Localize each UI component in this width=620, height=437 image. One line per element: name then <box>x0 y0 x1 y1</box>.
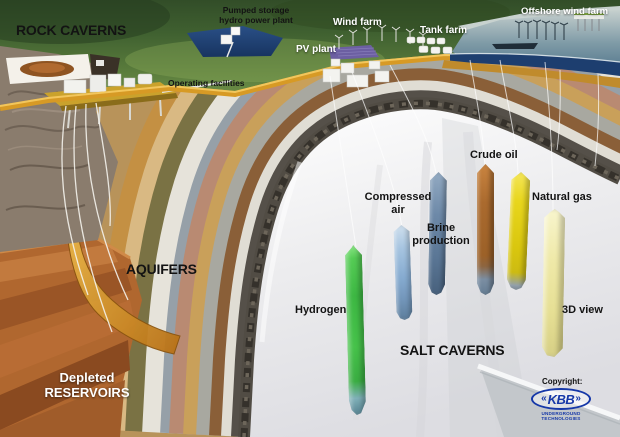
pv-plant-field <box>329 45 379 60</box>
offshore-wind-turbines <box>514 19 569 40</box>
compressed-air-line1: Compressed <box>364 191 432 203</box>
offshore-platform <box>574 13 604 31</box>
view-3d-label: 3D view <box>562 304 603 316</box>
aquifers-label: AQUIFERS <box>126 261 197 277</box>
pumped-storage-label: Pumped storage hydro power plant <box>196 5 316 25</box>
salt-caverns-label: SALT CAVERNS <box>400 342 505 358</box>
depleted-line1: Depleted <box>59 370 115 385</box>
kbb-logo: « KBB » UNDERGROUND TECHNOLOGIES <box>529 388 593 422</box>
ship <box>492 43 538 49</box>
copyright-label: Copyright: <box>542 377 583 386</box>
pit-gold-rim <box>0 53 536 111</box>
brine-line2: production <box>412 234 470 247</box>
depleted-reservoirs-label: Depleted RESERVOIRS <box>34 370 140 401</box>
kbb-subtext-line1: UNDERGROUND <box>541 411 581 416</box>
wind-farm-label: Wind farm <box>333 17 382 28</box>
kbb-chevron-left-icon: « <box>541 393 547 404</box>
kbb-subtext-line2: TECHNOLOGIES <box>541 416 581 422</box>
compressed-air-label: Compressed air <box>361 191 435 217</box>
compressed-air-line2: air <box>391 203 405 216</box>
pumped-storage-line1: Pumped storage <box>222 5 290 15</box>
depleted-reservoir-terraces <box>0 236 142 437</box>
shore-sand-edge <box>442 60 620 88</box>
hydrogen-label: Hydrogen <box>295 304 347 316</box>
natural-gas-label: Natural gas <box>532 191 592 203</box>
offshore-wind-farm-label: Offshore wind farm <box>521 6 609 17</box>
aquifer-band <box>65 189 181 355</box>
brine-production-label: Brine production <box>404 222 478 248</box>
crude-oil-label: Crude oil <box>470 149 518 161</box>
crude-oil-cavern <box>477 164 494 295</box>
brine-line1: Brine <box>426 222 456 234</box>
operating-facilities-label: Operating facilities <box>168 78 245 88</box>
sea-wave <box>450 53 620 76</box>
depleted-line2: RESERVOIRS <box>44 385 130 401</box>
rock-caverns-label: ROCK CAVERNS <box>16 22 127 38</box>
pumped-storage-lake <box>187 26 283 58</box>
central-surface-buildings <box>322 58 390 88</box>
kbb-logo-oval: « KBB » <box>531 388 591 410</box>
kbb-chevron-right-icon: » <box>575 393 581 404</box>
view-3d-cavern <box>542 209 566 357</box>
tank-farm-label: Tank farm <box>420 25 468 36</box>
pv-plant-label: PV plant <box>296 44 337 55</box>
sea <box>442 6 620 88</box>
kbb-logo-text: KBB <box>547 391 575 407</box>
pumped-storage-line2: hydro power plant <box>219 15 293 26</box>
well-lines <box>61 59 600 333</box>
